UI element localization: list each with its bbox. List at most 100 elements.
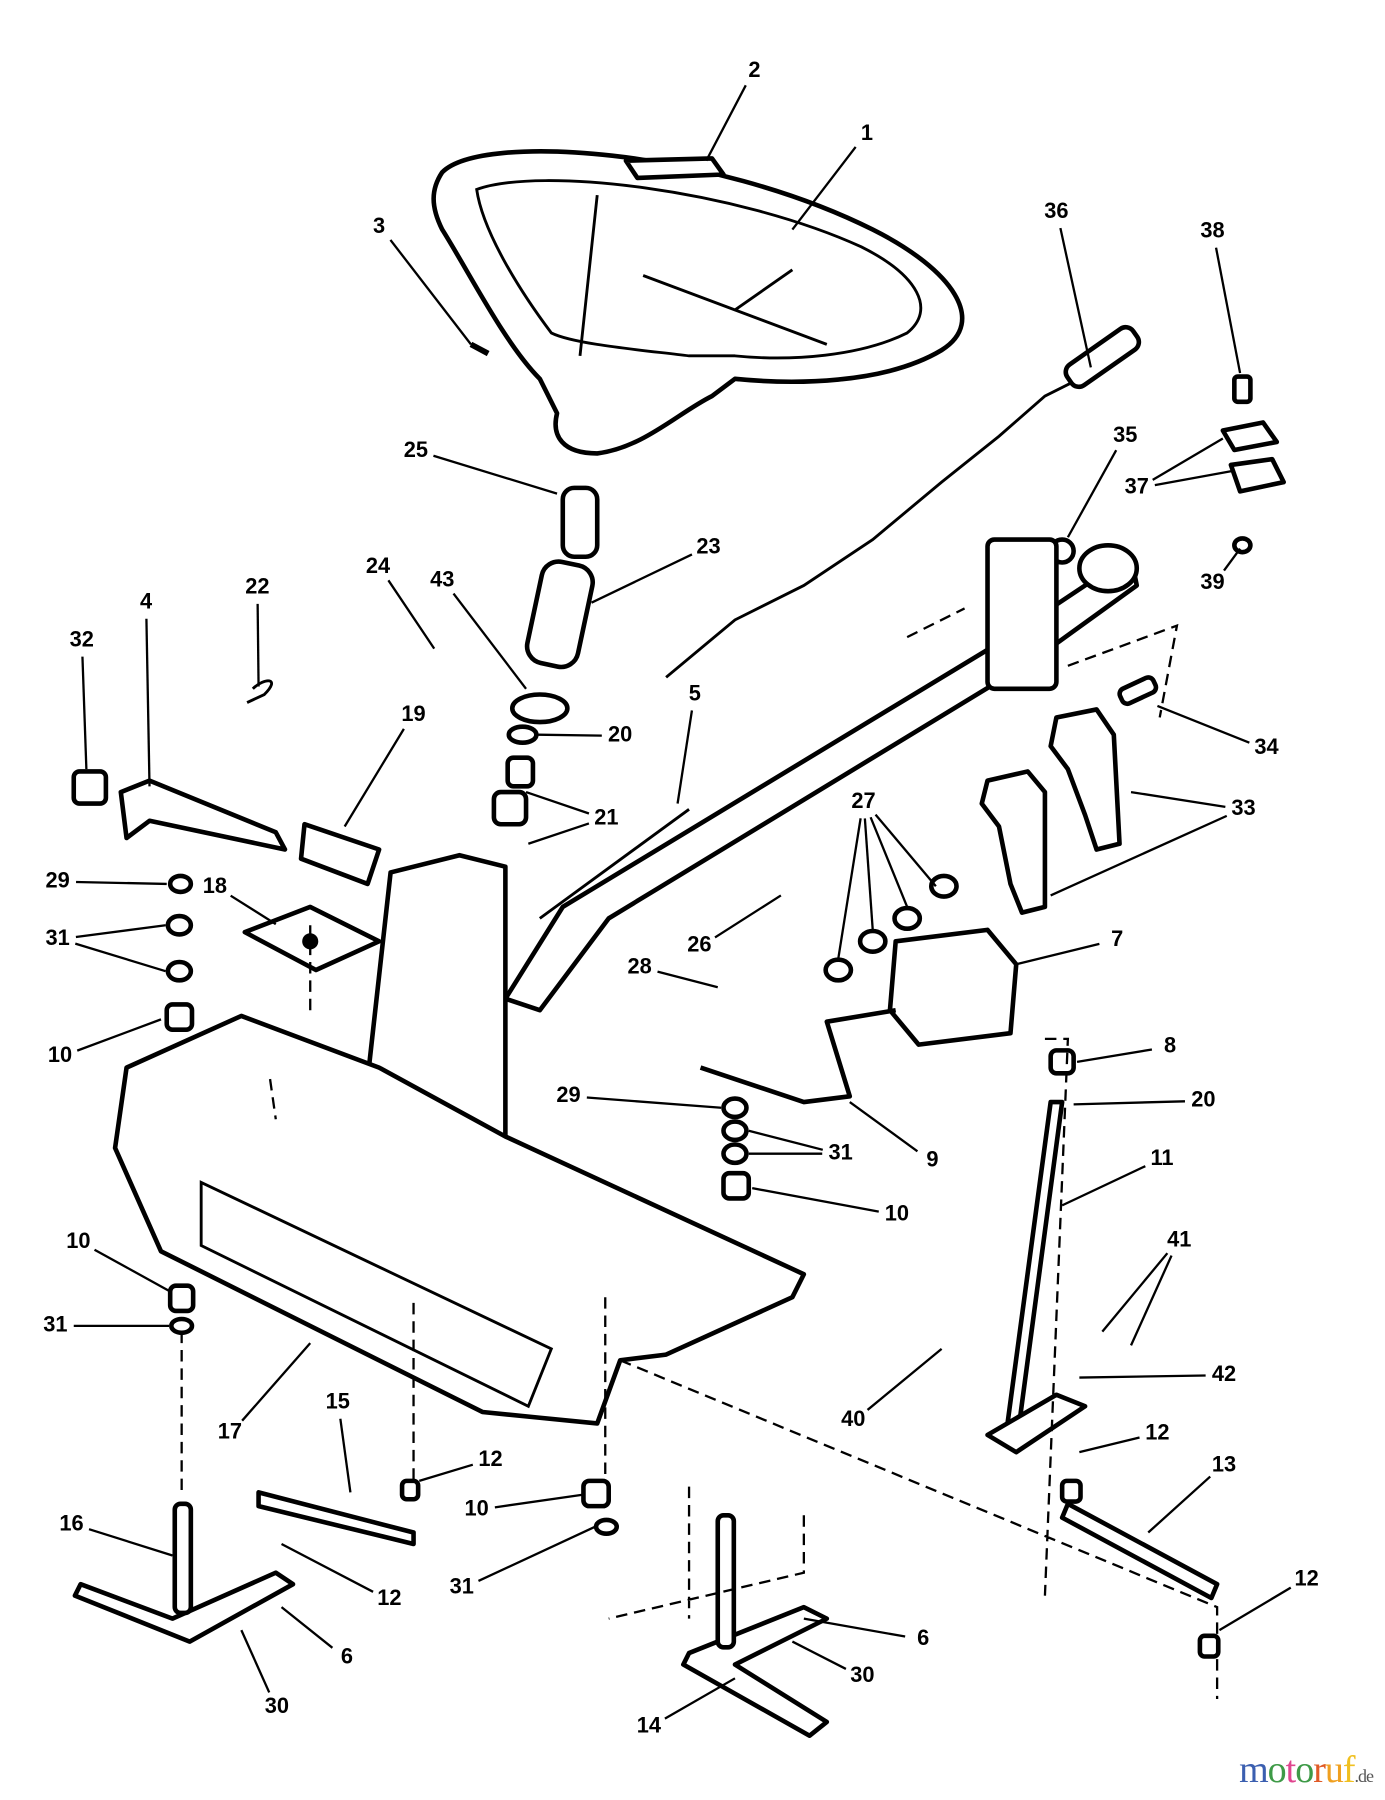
callout-number: 32: [70, 626, 94, 651]
callout-39: 39: [1200, 548, 1242, 594]
callout-number: 30: [265, 1693, 289, 1718]
leader-line: [1076, 1048, 1153, 1063]
link-rod: [256, 1490, 416, 1547]
callout-34: 34: [1156, 704, 1279, 759]
callout-38: 38: [1200, 218, 1242, 374]
callout-number: 22: [245, 574, 269, 599]
callout-8: 8: [1076, 1033, 1176, 1063]
callout-number: 21: [594, 804, 618, 829]
leader-line: [1066, 449, 1118, 538]
leader-line: [93, 1248, 171, 1293]
leader-line: [477, 1525, 596, 1582]
logo-letter: u: [1324, 1749, 1344, 1791]
callout-28: 28: [628, 953, 719, 989]
callout-30: 30: [240, 1629, 289, 1718]
callout-number: 31: [43, 1312, 67, 1337]
emblem-decal: [623, 156, 726, 181]
callout-number: 19: [401, 701, 425, 726]
callout-33: 33: [1050, 790, 1256, 897]
callout-18: 18: [203, 873, 277, 926]
callout-number: 37: [1125, 474, 1149, 499]
leader-line: [389, 239, 472, 346]
leader-line: [676, 710, 694, 804]
callout-9: 9: [849, 1101, 938, 1171]
leader-line: [88, 1528, 173, 1557]
callout-number: 13: [1212, 1452, 1236, 1477]
leader-line: [590, 553, 693, 604]
leader-line: [748, 1129, 824, 1151]
callout-20: 20: [537, 722, 632, 747]
callout-number: 12: [1145, 1420, 1169, 1445]
callout-19: 19: [343, 701, 426, 828]
callout-number: 29: [46, 867, 70, 892]
leader-line: [1152, 437, 1224, 481]
callout-number: 38: [1200, 218, 1224, 243]
leader-line: [452, 592, 527, 690]
callout-number: 6: [917, 1625, 929, 1650]
logo-letter: m: [1239, 1749, 1269, 1791]
leader-line: [339, 1418, 352, 1493]
leader-line: [145, 618, 151, 787]
callout-number: 33: [1231, 795, 1255, 820]
leader-line: [230, 894, 277, 926]
leader-line: [537, 733, 602, 737]
callout-29: 29: [556, 1082, 722, 1109]
leader-line: [76, 1018, 162, 1052]
callout-number: 5: [689, 680, 701, 705]
leader-line: [280, 1542, 374, 1593]
callout-number: 25: [404, 437, 428, 462]
callout-number: 30: [850, 1662, 874, 1687]
logo-letter: o: [1267, 1749, 1287, 1791]
callout-14: 14: [637, 1677, 736, 1737]
leader-line: [1130, 790, 1226, 809]
callout-31: 31: [748, 1129, 853, 1164]
callout-number: 26: [687, 932, 711, 957]
watermark-logo: motoruf.de: [1239, 1748, 1374, 1792]
callout-6: 6: [803, 1617, 929, 1650]
leader-line: [866, 1347, 943, 1411]
logo-letter: t: [1285, 1749, 1297, 1791]
callout-number: 27: [851, 788, 875, 813]
leader-line: [1218, 1586, 1292, 1632]
callout-40: 40: [841, 1347, 943, 1431]
leader-line: [1214, 247, 1242, 374]
callout-5: 5: [676, 680, 701, 804]
leader-line: [1050, 814, 1228, 897]
leader-line: [1129, 1255, 1173, 1346]
leader-line: [525, 791, 590, 815]
callout-number: 2: [748, 57, 760, 82]
pedal: [887, 927, 1019, 1047]
callout-number: 3: [373, 213, 385, 238]
callout-number: 12: [1295, 1565, 1319, 1590]
leader-line: [751, 1187, 879, 1213]
leader-line: [664, 1677, 736, 1720]
leader-line: [241, 1342, 312, 1422]
leader-line: [714, 894, 782, 939]
leader-line: [1059, 227, 1092, 368]
callout-12: 12: [1218, 1565, 1319, 1632]
callout-4: 4: [140, 588, 152, 787]
leader-line: [256, 603, 260, 687]
leader-line: [343, 728, 405, 828]
callout-24: 24: [366, 553, 436, 650]
pedal-arm: [699, 1007, 897, 1105]
leader-line: [1156, 704, 1250, 744]
bushing-collar: [524, 559, 595, 670]
leader-line: [1079, 1374, 1206, 1379]
logo-letter: o: [1295, 1749, 1314, 1791]
callout-27: 27: [837, 788, 937, 959]
callout-12: 12: [1079, 1420, 1170, 1454]
leader-line: [869, 816, 909, 908]
callout-10: 10: [48, 1018, 162, 1067]
callout-36: 36: [1044, 198, 1092, 368]
callout-number: 12: [377, 1585, 401, 1610]
callout-number: 20: [1191, 1087, 1215, 1112]
callout-number: 31: [46, 925, 70, 950]
leader-line: [705, 84, 747, 162]
chassis-frame: [112, 1013, 807, 1426]
leader-line: [418, 1463, 474, 1482]
leader-line: [791, 146, 857, 231]
callout-21: 21: [525, 791, 619, 845]
